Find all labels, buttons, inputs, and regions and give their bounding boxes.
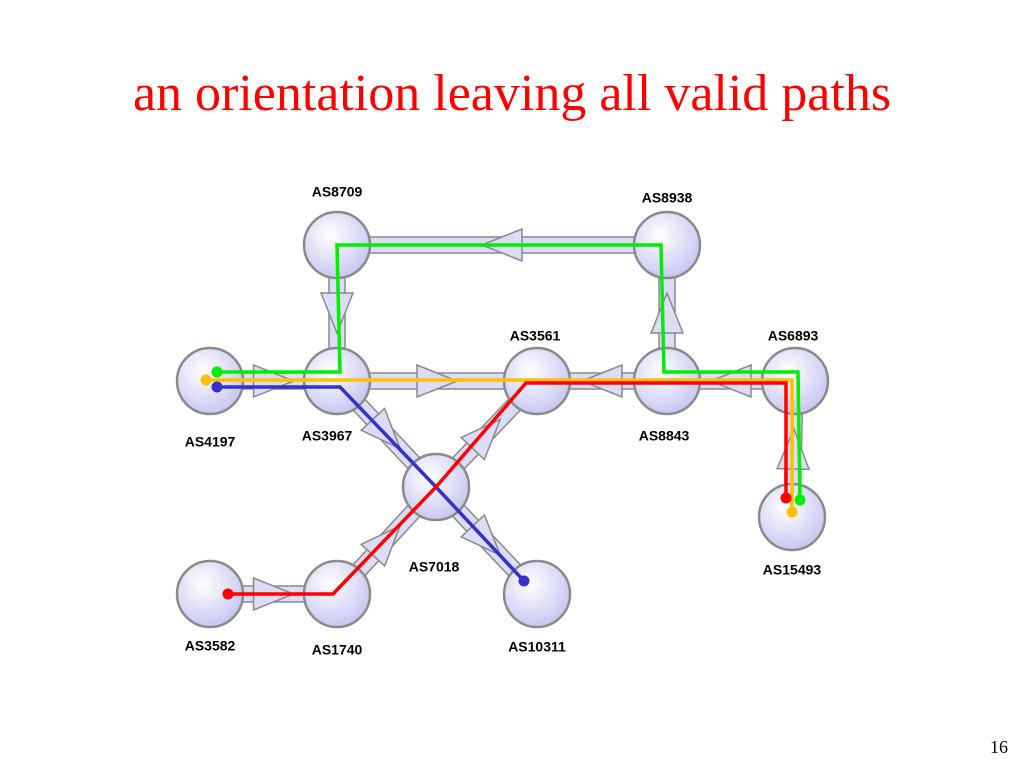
nodes-layer — [175, 210, 830, 629]
node-label-AS6893: AS6893 — [768, 328, 819, 344]
node-label-AS8709: AS8709 — [312, 184, 363, 200]
path-green — [211, 243, 806, 506]
node-label-AS8843: AS8843 — [639, 428, 690, 444]
node-label-AS1740: AS1740 — [312, 642, 363, 658]
node-label-AS3967: AS3967 — [302, 428, 353, 444]
path-line — [228, 381, 788, 596]
path-line — [217, 385, 526, 583]
node-label-AS10311: AS10311 — [508, 639, 566, 655]
path-line — [217, 243, 802, 501]
slide-title: an orientation leaving all valid paths — [132, 65, 892, 122]
path-end-dot — [786, 506, 798, 518]
links-layer — [209, 227, 811, 612]
path-yellow — [200, 374, 798, 518]
path-start-dot — [211, 381, 223, 393]
link-direction-arrow — [459, 418, 502, 461]
path-end-dot — [794, 494, 806, 506]
node-label-AS3561: AS3561 — [510, 328, 561, 344]
path-line — [206, 378, 794, 512]
path-end-dot — [518, 575, 530, 587]
node-label-AS7018: AS7018 — [409, 559, 460, 575]
slide-number: 16 — [990, 737, 1008, 757]
node-label-AS4197: AS4197 — [185, 434, 236, 450]
path-start-dot — [200, 374, 212, 386]
node-label-AS3582: AS3582 — [185, 638, 236, 654]
path-red — [222, 381, 792, 600]
path-start-dot — [222, 588, 234, 600]
link-direction-arrow — [649, 290, 685, 334]
node-label-AS15493: AS15493 — [763, 562, 822, 578]
node-label-AS8938: AS8938 — [642, 190, 693, 206]
path-start-dot — [211, 366, 223, 378]
path-end-dot — [780, 492, 792, 504]
paths-layer — [200, 243, 806, 600]
path-blue — [211, 381, 530, 587]
